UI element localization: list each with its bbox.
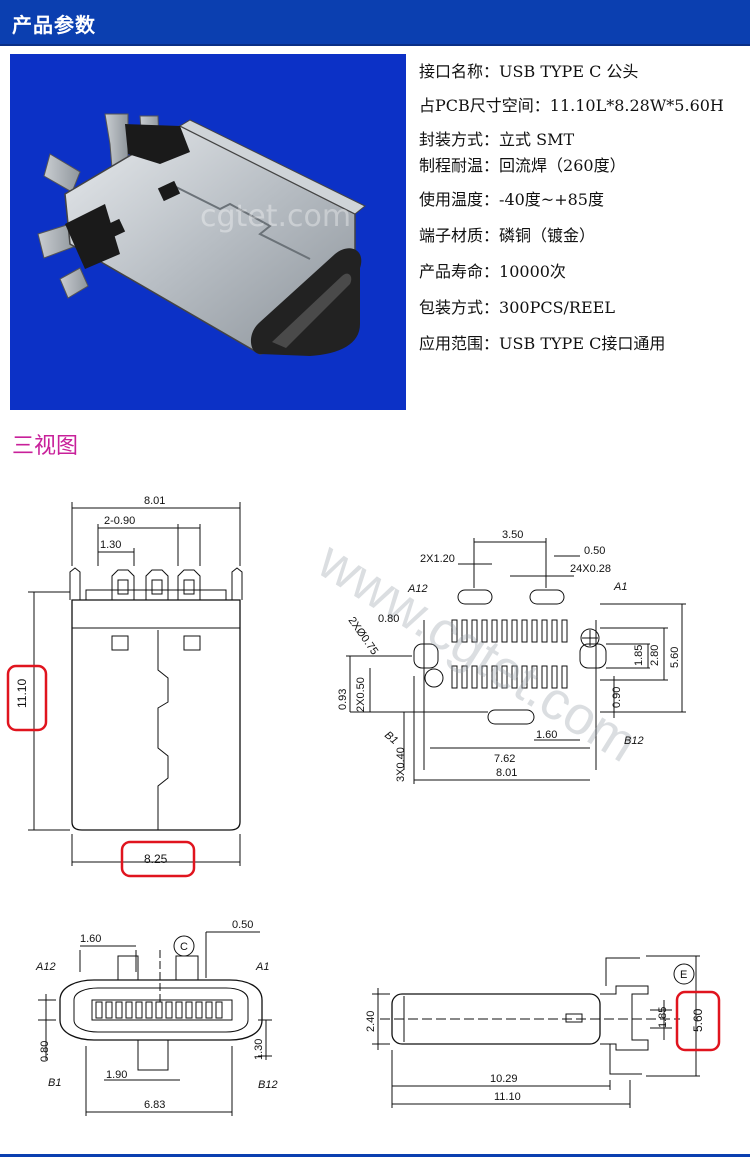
front-view bbox=[28, 502, 243, 866]
dim-bv-6: 6.83 bbox=[144, 1099, 165, 1111]
spec-value: 10000次 bbox=[499, 262, 566, 281]
bottom-view bbox=[38, 931, 272, 1116]
spec-label: 接口名称 bbox=[419, 62, 484, 81]
spec-value: 回流焊（260度） bbox=[499, 156, 626, 175]
label-sv-e: E bbox=[680, 969, 687, 981]
spec-value: -40度~+85度 bbox=[499, 190, 604, 209]
dim-front-pin: 1.30 bbox=[100, 539, 121, 551]
spec-row: 接口名称：USB TYPE C 公头 bbox=[419, 62, 639, 81]
label-bv-a1: A1 bbox=[255, 961, 269, 973]
dim-front-base: 8.25 bbox=[144, 852, 168, 866]
spec-row: 使用温度：-40度~+85度 bbox=[419, 190, 604, 209]
spec-value: USB TYPE C 公头 bbox=[499, 62, 639, 81]
views-title: 三视图 bbox=[12, 434, 79, 459]
bottom-rule bbox=[0, 1154, 750, 1157]
dim-front-pitch: 2-0.90 bbox=[104, 515, 135, 527]
header-title: 产品参数 bbox=[12, 13, 96, 37]
spec-label: 制程耐温 bbox=[419, 156, 484, 175]
dim-fp-5: 0.80 bbox=[378, 613, 399, 625]
spec-label: 端子材质 bbox=[419, 226, 484, 245]
dim-sv-2: 1.85 bbox=[657, 1007, 669, 1028]
spec-value: 11.10L*8.28W*5.60H bbox=[549, 96, 724, 115]
product-photo: cgtet.com bbox=[10, 54, 406, 410]
dim-fp-16: 8.01 bbox=[496, 767, 517, 779]
label-fp-b12: B12 bbox=[624, 735, 644, 747]
dim-bv-3: 0.80 bbox=[39, 1041, 51, 1062]
highlight-side-height bbox=[675, 990, 721, 1052]
dim-fp-14: 3X0.40 bbox=[395, 747, 407, 782]
spec-label: 产品寿命 bbox=[419, 262, 484, 281]
dim-sv-5: 11.10 bbox=[494, 1091, 521, 1103]
dim-bv-2: 0.50 bbox=[232, 919, 253, 931]
highlight-height bbox=[6, 664, 48, 732]
spec-label: 占PCB尺寸空间 bbox=[419, 96, 534, 115]
dim-fp-1: 2X1.20 bbox=[420, 553, 455, 565]
dim-fp-4: 24X0.28 bbox=[570, 563, 611, 575]
label-bv-b1: B1 bbox=[48, 1077, 61, 1089]
dim-bv-4: 1.30 bbox=[253, 1039, 265, 1060]
dim-sv-1: 2.40 bbox=[365, 1011, 377, 1032]
dim-sv-3: 5.60 bbox=[691, 1008, 705, 1032]
dim-fp-7: 1.85 bbox=[633, 645, 645, 666]
spec-row: 产品寿命：10000次 bbox=[419, 262, 566, 281]
label-bv-b12: B12 bbox=[258, 1079, 278, 1091]
label-fp-b1: B1 bbox=[382, 729, 400, 747]
spec-row: 制程耐温：回流焊（260度） bbox=[419, 156, 626, 175]
dim-bv-5: 1.90 bbox=[106, 1069, 127, 1081]
label-bv-c: C bbox=[180, 941, 188, 953]
header-bar: 产品参数 bbox=[0, 0, 750, 46]
footprint-view bbox=[346, 538, 686, 784]
dim-fp-2: 3.50 bbox=[502, 529, 523, 541]
spec-row: 应用范围：USB TYPE C接口通用 bbox=[419, 334, 666, 353]
dim-fp-11: 2X0.50 bbox=[355, 677, 367, 712]
dim-fp-13: 1.60 bbox=[536, 729, 557, 741]
dim-fp-3: 0.50 bbox=[584, 545, 605, 557]
dim-fp-12: 0.90 bbox=[611, 687, 623, 708]
technical-drawings: www.cgtet.com 8.01 2-0.90 1.30 11.10 8.2… bbox=[6, 495, 721, 1116]
usb-c-connector-illustration: cgtet.com bbox=[37, 113, 366, 356]
spec-label: 封装方式 bbox=[419, 130, 484, 149]
label-fp-a12: A12 bbox=[407, 583, 428, 595]
spec-value: 300PCS/REEL bbox=[499, 298, 615, 317]
side-view bbox=[372, 955, 700, 1108]
dim-bv-1: 1.60 bbox=[80, 933, 101, 945]
spec-label: 使用温度 bbox=[419, 190, 484, 209]
spec-label: 包装方式 bbox=[419, 298, 484, 317]
spec-row: 占PCB尺寸空间：11.10L*8.28W*5.60H bbox=[419, 96, 724, 115]
spec-row: 封装方式：立式 SMT bbox=[419, 130, 575, 149]
spec-value: 立式 SMT bbox=[499, 130, 575, 149]
label-bv-a12: A12 bbox=[35, 961, 56, 973]
dim-front-width: 8.01 bbox=[144, 495, 165, 507]
spec-value: USB TYPE C接口通用 bbox=[499, 334, 666, 353]
spec-row: 端子材质：磷铜（镀金） bbox=[419, 226, 596, 245]
photo-watermark: cgtet.com bbox=[200, 199, 351, 234]
dim-fp-9: 5.60 bbox=[669, 647, 681, 668]
spec-row: 包装方式：300PCS/REEL bbox=[419, 298, 615, 317]
highlight-width bbox=[120, 840, 196, 878]
dim-sv-4: 10.29 bbox=[490, 1073, 518, 1085]
label-fp-a1: A1 bbox=[613, 581, 627, 593]
dim-fp-10: 0.93 bbox=[337, 689, 349, 710]
dim-front-height: 11.10 bbox=[15, 679, 29, 708]
dim-fp-15: 7.62 bbox=[494, 753, 515, 765]
spec-label: 应用范围 bbox=[419, 334, 484, 353]
dim-fp-8: 2.80 bbox=[649, 645, 661, 666]
spec-value: 磷铜（镀金） bbox=[499, 226, 596, 245]
